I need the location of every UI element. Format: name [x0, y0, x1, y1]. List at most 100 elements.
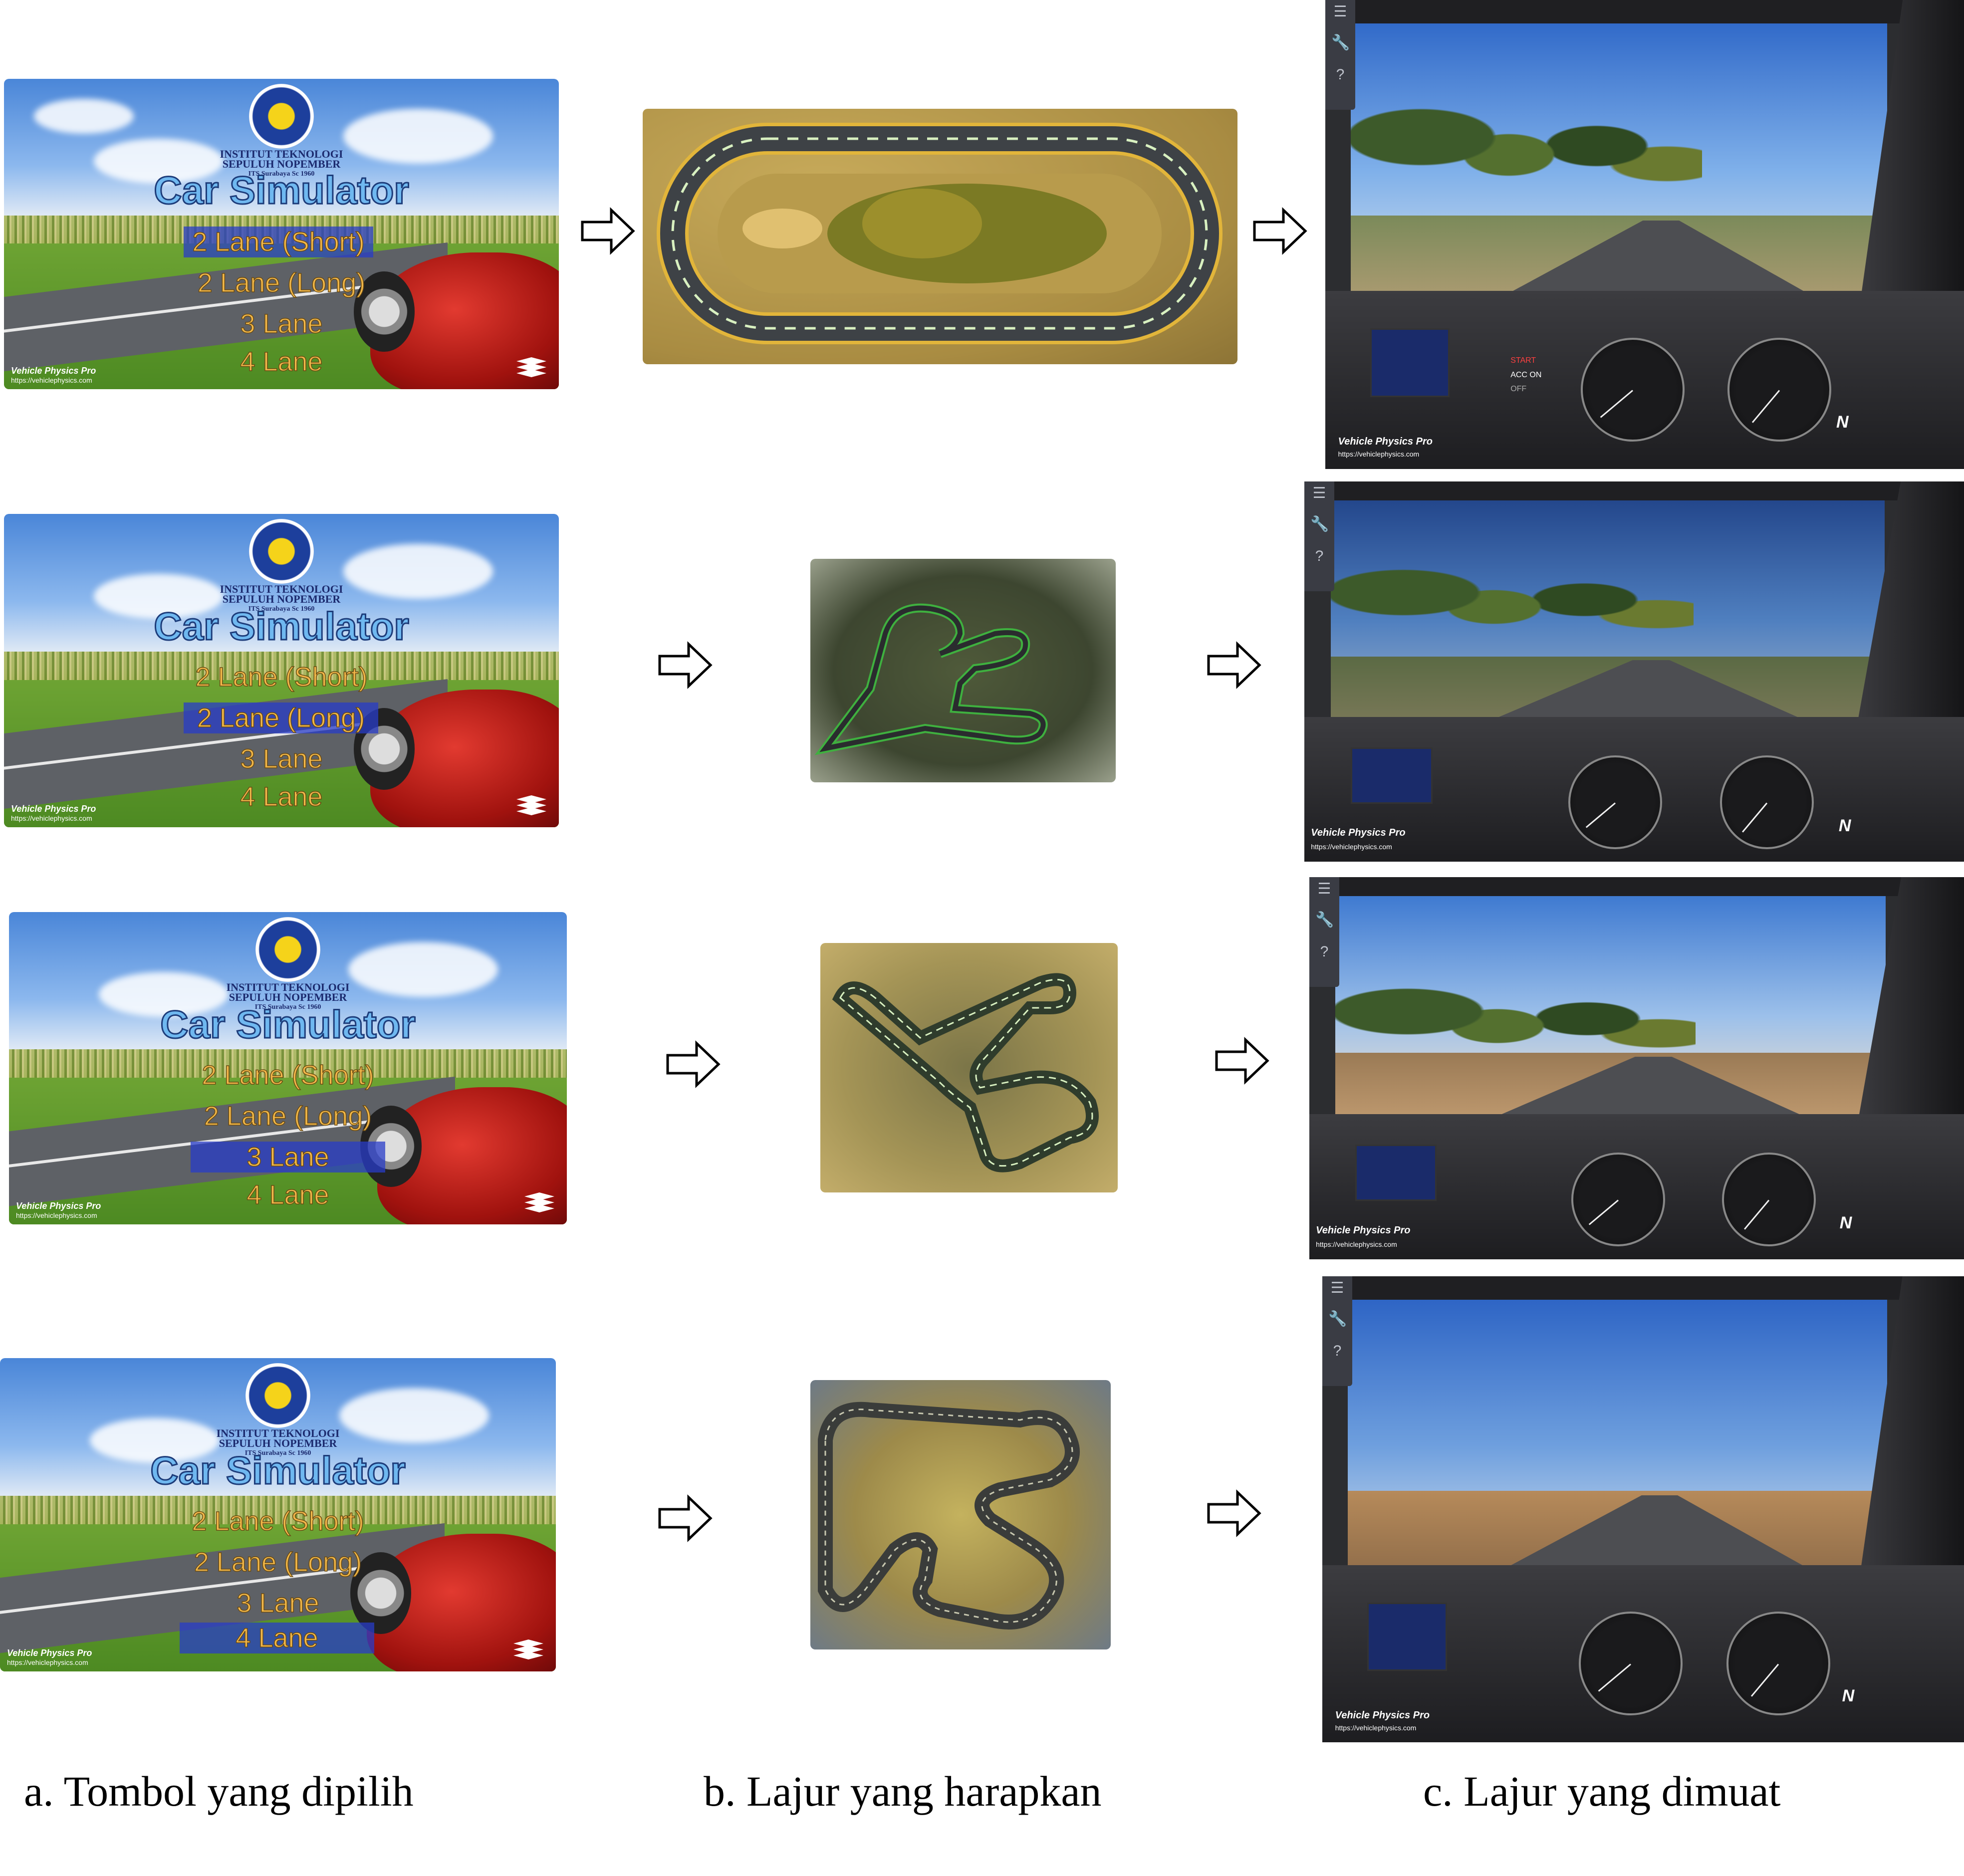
institute-name-3: ITS Surabaya Sc 1960: [254, 1003, 321, 1011]
cockpit-view-row1: START ACC ON OFF Vehicle Physics Pro htt…: [1325, 0, 1964, 469]
infotainment-screen: [1367, 1602, 1448, 1671]
off-label: OFF: [1510, 384, 1527, 393]
help-icon[interactable]: ?: [1336, 66, 1345, 83]
wrench-icon[interactable]: 🔧: [1310, 516, 1329, 532]
infotainment-screen: [1355, 1145, 1437, 1201]
speedometer: [1571, 1152, 1665, 1246]
list-search-icon[interactable]: ☰: [1317, 881, 1331, 897]
infotainment-screen: [1350, 747, 1433, 804]
menu-screen-row1: INSTITUT TEKNOLOGI SEPULUH NOPEMBER ITS …: [4, 79, 559, 389]
hollow-right-arrow-icon: [666, 1040, 721, 1088]
option-2-lane-short[interactable]: 2 Lane (Short): [192, 1506, 365, 1537]
option-4-lane[interactable]: 4 Lane: [246, 1179, 330, 1210]
help-icon[interactable]: ?: [1333, 1343, 1342, 1359]
speedometer: [1581, 337, 1685, 442]
speedometer: [1568, 755, 1662, 849]
sidebar: ☰ 🔧 ?: [1304, 481, 1334, 591]
option-2-lane-long[interactable]: 2 Lane (Long): [194, 1547, 362, 1578]
menu-screen-row4: INSTITUT TEKNOLOGI SEPULUH NOPEMBER ITS …: [0, 1358, 556, 1671]
option-2-lane-short[interactable]: 2 Lane (Short): [184, 227, 373, 257]
option-2-lane-long[interactable]: 2 Lane (Long): [204, 1101, 372, 1132]
help-icon[interactable]: ?: [1320, 943, 1329, 960]
tachometer: [1727, 337, 1832, 442]
brand-url: https://vehiclephysics.com: [1335, 1723, 1417, 1732]
option-3-lane[interactable]: 3 Lane: [240, 743, 323, 774]
institute-name-2: SEPULUH NOPEMBER: [222, 158, 341, 170]
brand-url: https://vehiclephysics.com: [11, 376, 92, 384]
institute-name-3: ITS Surabaya Sc 1960: [248, 170, 315, 178]
option-4-lane[interactable]: 4 Lane: [240, 781, 323, 812]
wrench-icon[interactable]: 🔧: [1331, 34, 1350, 51]
brand-label: Vehicle Physics Pro: [1338, 436, 1433, 448]
institute-name-3: ITS Surabaya Sc 1960: [245, 1449, 311, 1457]
tachometer: [1721, 1152, 1816, 1246]
wrench-icon[interactable]: 🔧: [1315, 912, 1334, 928]
option-3-lane[interactable]: 3 Lane: [240, 308, 323, 339]
option-4-lane[interactable]: 4 Lane: [240, 346, 323, 377]
brand-label: Vehicle Physics Pro: [1335, 1709, 1430, 1721]
brand-url: https://vehiclephysics.com: [7, 1658, 88, 1666]
institute-name-3: ITS Surabaya Sc 1960: [248, 605, 315, 613]
list-search-icon[interactable]: ☰: [1312, 485, 1326, 501]
help-icon[interactable]: ?: [1315, 548, 1324, 564]
sidebar: ☰ 🔧 ?: [1322, 1276, 1352, 1386]
vpp-logo-icon: [524, 1192, 554, 1212]
option-2-lane-long[interactable]: 2 Lane (Long): [197, 267, 366, 298]
gear-indicator: N: [1839, 1213, 1852, 1233]
track-map-4-lane: [810, 1380, 1111, 1649]
game-title: Car Simulator: [153, 604, 410, 649]
option-2-lane-short[interactable]: 2 Lane (Short): [202, 1060, 375, 1091]
its-logo: [249, 84, 314, 149]
institute-name-2: SEPULUH NOPEMBER: [229, 991, 347, 1003]
vpp-logo-icon: [516, 357, 546, 377]
menu-screen-row3: INSTITUT TEKNOLOGI SEPULUH NOPEMBER ITS …: [9, 912, 567, 1224]
cockpit-view-row4: Vehicle Physics Pro https://vehiclephysi…: [1322, 1276, 1964, 1742]
caption-b: b. Lajur yang harapkan: [704, 1767, 1102, 1815]
game-title: Car Simulator: [153, 168, 410, 213]
gear-indicator: N: [1842, 1686, 1855, 1705]
track-map-2-lane-short: [643, 109, 1237, 364]
speedometer: [1579, 1612, 1683, 1716]
track-map-2-lane-long: [810, 559, 1116, 782]
its-logo: [249, 519, 314, 584]
sidebar: ☰ 🔧 ?: [1325, 0, 1355, 110]
cockpit-view-row2: Vehicle Physics Pro https://vehiclephysi…: [1304, 481, 1964, 862]
brand-url: https://vehiclephysics.com: [16, 1211, 97, 1219]
vpp-logo-icon: [513, 1640, 543, 1659]
wrench-icon[interactable]: 🔧: [1328, 1311, 1347, 1327]
caption-c: c. Lajur yang dimuat: [1423, 1767, 1781, 1815]
brand-label: Vehicle Physics Pro: [11, 366, 96, 376]
brand-label: Vehicle Physics Pro: [1316, 1225, 1411, 1236]
its-logo: [246, 1363, 310, 1428]
tachometer: [1719, 755, 1814, 849]
hollow-right-arrow-icon: [1215, 1037, 1269, 1085]
hollow-right-arrow-icon: [1207, 641, 1261, 689]
hollow-right-arrow-icon: [658, 641, 713, 689]
game-title: Car Simulator: [160, 1002, 416, 1047]
list-search-icon[interactable]: ☰: [1330, 1280, 1344, 1296]
hollow-right-arrow-icon: [658, 1494, 713, 1542]
cockpit-view-row3: Vehicle Physics Pro https://vehiclephysi…: [1309, 877, 1964, 1259]
sidebar: ☰ 🔧 ?: [1309, 877, 1339, 987]
hollow-right-arrow-icon: [1253, 207, 1307, 255]
option-4-lane[interactable]: 4 Lane: [180, 1623, 374, 1653]
menu-screen-row2: INSTITUT TEKNOLOGI SEPULUH NOPEMBER ITS …: [4, 514, 559, 827]
brand-label: Vehicle Physics Pro: [11, 804, 96, 814]
infotainment-screen: [1370, 328, 1450, 397]
tachometer: [1726, 1612, 1831, 1716]
brand-label: Vehicle Physics Pro: [16, 1201, 101, 1211]
institute-name-2: SEPULUH NOPEMBER: [219, 1437, 337, 1449]
brand-url: https://vehiclephysics.com: [11, 814, 92, 822]
brand-url: https://vehiclephysics.com: [1338, 450, 1420, 459]
option-3-lane[interactable]: 3 Lane: [191, 1142, 385, 1172]
its-logo: [255, 917, 320, 982]
gear-indicator: N: [1838, 816, 1851, 835]
track-map-3-lane: [820, 943, 1118, 1192]
option-2-lane-long[interactable]: 2 Lane (Long): [184, 703, 378, 733]
brand-label: Vehicle Physics Pro: [7, 1648, 92, 1658]
game-title: Car Simulator: [150, 1448, 406, 1493]
option-2-lane-short[interactable]: 2 Lane (Short): [195, 662, 368, 693]
option-3-lane[interactable]: 3 Lane: [237, 1588, 320, 1619]
list-search-icon[interactable]: ☰: [1333, 3, 1347, 20]
institute-name-2: SEPULUH NOPEMBER: [222, 593, 341, 605]
